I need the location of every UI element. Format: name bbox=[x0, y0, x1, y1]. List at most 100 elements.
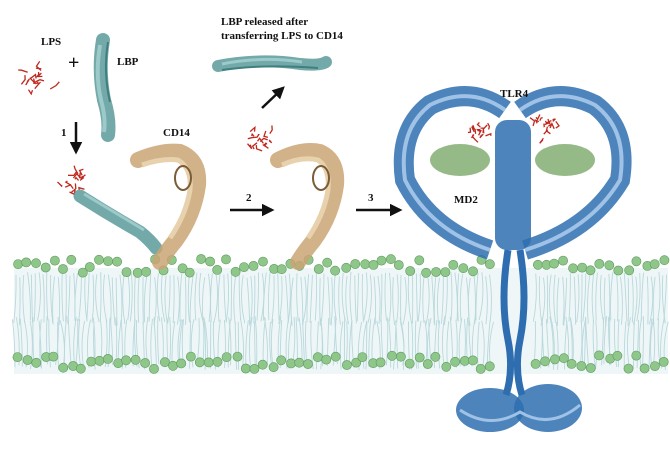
lipid-tail bbox=[627, 277, 630, 326]
lipid-head bbox=[330, 351, 341, 362]
lipid-tail bbox=[485, 276, 488, 325]
lipid-tail bbox=[262, 272, 267, 321]
lipid-head bbox=[533, 259, 543, 270]
lps-bond bbox=[539, 137, 544, 144]
lipid-tail bbox=[267, 272, 271, 321]
tlr4-md2-complex bbox=[393, 86, 632, 432]
lipid-head bbox=[577, 262, 588, 273]
lipid-head bbox=[168, 360, 178, 371]
lipid-tail bbox=[119, 274, 123, 323]
lps-bond bbox=[549, 121, 555, 130]
lipid-tail bbox=[568, 273, 571, 322]
cd14-label: CD14 bbox=[163, 127, 190, 139]
lipid-tail bbox=[187, 273, 190, 322]
lipid-tail bbox=[179, 274, 182, 323]
lps-bond bbox=[73, 165, 79, 175]
lps-bond bbox=[256, 137, 264, 144]
lipid-tail bbox=[160, 273, 166, 323]
lipid-tail bbox=[254, 316, 258, 365]
lipid-tail bbox=[194, 272, 198, 321]
lps-on-lbp bbox=[57, 165, 86, 196]
lipid-head bbox=[66, 254, 77, 265]
lipid-tail bbox=[338, 276, 341, 325]
lipid-tail bbox=[46, 272, 49, 321]
lipid-head bbox=[212, 356, 223, 367]
lbp-protein-released bbox=[212, 55, 332, 72]
lipid-tail bbox=[623, 321, 627, 370]
lipid-tail bbox=[450, 272, 453, 321]
lipid-head bbox=[221, 254, 231, 265]
lipid-tail bbox=[363, 272, 368, 321]
lipid-tail bbox=[296, 273, 299, 322]
lipid-head bbox=[58, 264, 68, 274]
lipid-head bbox=[467, 355, 478, 366]
lipid-tail bbox=[646, 276, 649, 325]
lipid-tail bbox=[415, 273, 418, 322]
lipid-tail bbox=[475, 272, 479, 321]
lipid-head bbox=[585, 363, 596, 373]
lps-bond bbox=[547, 121, 552, 127]
lipid-tail bbox=[422, 274, 425, 323]
lipid-tail bbox=[217, 273, 221, 323]
lipid-tail bbox=[478, 272, 484, 321]
lipid-tail bbox=[115, 277, 118, 326]
lipid-tail bbox=[169, 317, 172, 366]
lps-bond bbox=[249, 125, 256, 133]
lps-bond bbox=[27, 89, 34, 96]
lipid-tail bbox=[332, 317, 337, 366]
lipid-tail bbox=[63, 316, 68, 365]
lipid-tail bbox=[613, 318, 618, 367]
lipid-head bbox=[360, 259, 371, 270]
step-3-label: 3 bbox=[368, 192, 374, 204]
lipid-head bbox=[50, 255, 60, 266]
lipid-head bbox=[341, 360, 352, 370]
lipid-tail bbox=[148, 273, 152, 322]
lipid-tail bbox=[234, 321, 237, 370]
md2-right bbox=[535, 144, 595, 176]
lipid-tail bbox=[253, 275, 256, 324]
lipid-tail bbox=[648, 318, 653, 367]
lipid-head bbox=[276, 355, 287, 366]
lipid-head bbox=[177, 263, 188, 274]
lipid-tail bbox=[27, 272, 31, 321]
lipid-head bbox=[351, 357, 362, 368]
lps-bond bbox=[467, 127, 472, 134]
lipid-tail bbox=[585, 316, 589, 365]
lipid-tail bbox=[377, 275, 381, 324]
lipid-tail bbox=[603, 316, 608, 365]
lipid-head bbox=[440, 267, 451, 277]
lipid-tail bbox=[137, 274, 140, 323]
lipid-head bbox=[414, 352, 425, 363]
lipid-head bbox=[404, 358, 415, 369]
note-line-1: LBP released after bbox=[221, 16, 309, 28]
lipid-tail bbox=[459, 274, 464, 323]
lipid-head bbox=[387, 350, 397, 361]
lipid-head bbox=[357, 352, 368, 362]
lipid-head bbox=[221, 352, 232, 362]
lipid-tail bbox=[441, 275, 444, 324]
lipid-tail bbox=[648, 276, 654, 325]
lipid-head bbox=[405, 266, 416, 276]
lps-bond bbox=[539, 116, 543, 121]
md2-left bbox=[430, 144, 490, 176]
lipid-tail bbox=[223, 274, 227, 323]
step-1-label: 1 bbox=[61, 127, 67, 139]
lps-bond bbox=[247, 143, 253, 150]
lipid-head bbox=[631, 350, 642, 361]
lipid-tail bbox=[595, 320, 598, 369]
lipid-tail bbox=[223, 319, 226, 368]
lipid-tail bbox=[582, 273, 587, 322]
lipid-head bbox=[431, 267, 441, 277]
lipid-tail bbox=[356, 273, 360, 322]
lipid-tail bbox=[320, 273, 325, 322]
lipid-tail bbox=[29, 320, 33, 370]
lps-bond bbox=[256, 133, 260, 138]
plus-sign: + bbox=[68, 52, 80, 74]
lipid-tail bbox=[373, 276, 377, 325]
lipid-head bbox=[77, 267, 88, 278]
lps-bond bbox=[250, 132, 255, 137]
lps-bond bbox=[33, 81, 40, 84]
lipid-tail bbox=[48, 319, 51, 368]
lipid-head bbox=[350, 259, 361, 269]
lipid-head bbox=[604, 260, 615, 271]
